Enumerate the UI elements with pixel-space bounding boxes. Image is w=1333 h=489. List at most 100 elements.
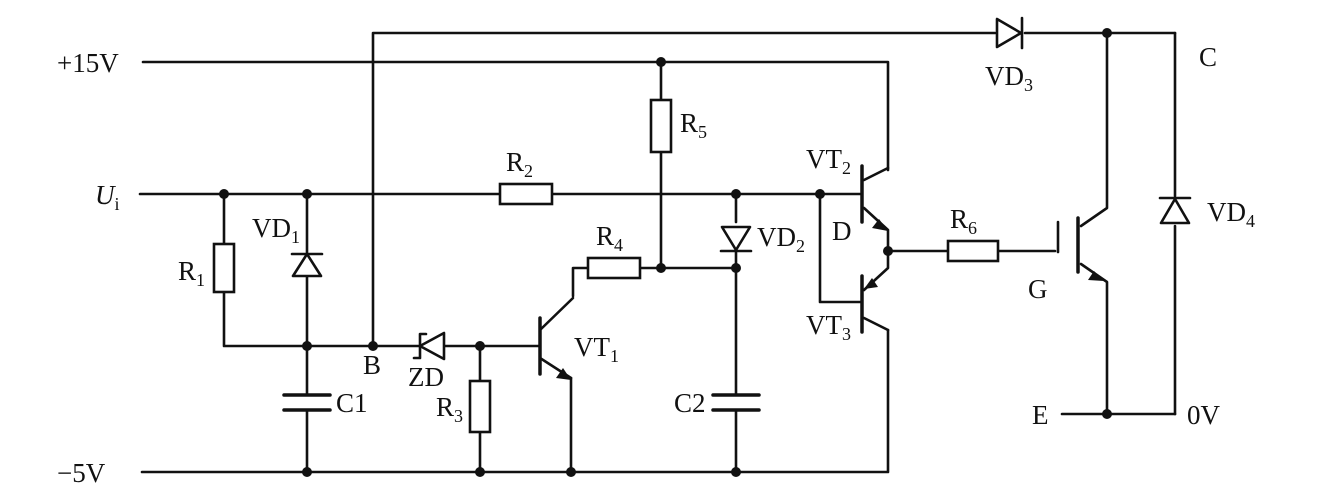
label-r5-sub: 5 (698, 122, 707, 142)
junction-dot (815, 189, 825, 199)
label-vt3: VT3 (806, 310, 851, 344)
transistor-vt3-collector (862, 316, 890, 332)
label-vd3-sub: 3 (1024, 75, 1033, 95)
label-vd3-main: VD (985, 61, 1024, 91)
resistor-r1-body (212, 242, 236, 294)
junction-dot (566, 467, 576, 477)
resistor-r3-body (468, 379, 492, 434)
label-r3-main: R (436, 392, 454, 422)
capacitor-c1-plates (282, 393, 332, 412)
label-r5-main: R (680, 108, 698, 138)
label-vt2-main: VT (806, 144, 842, 174)
wire-igbt-emitter (1079, 262, 1109, 416)
label-plus15v: +15V (57, 48, 119, 78)
junction-dot (731, 467, 741, 477)
label-r2-sub: 2 (524, 161, 533, 181)
label-node-d: D (832, 216, 852, 246)
transistor-vt3-arrow (864, 278, 878, 289)
label-r4: R4 (596, 221, 623, 255)
junction-dot (475, 467, 485, 477)
label-vt2: VT2 (806, 144, 851, 178)
label-r4-main: R (596, 221, 614, 251)
label-r2: R2 (506, 147, 533, 181)
label-r3: R3 (436, 392, 463, 426)
label-vt3-sub: 3 (842, 324, 851, 344)
label-zd: ZD (408, 362, 444, 392)
label-vt1-sub: 1 (610, 346, 619, 366)
label-r5: R5 (680, 108, 707, 142)
resistor-r6-body (946, 239, 1000, 263)
label-node-b: B (363, 350, 381, 380)
label-c2: C2 (674, 388, 706, 418)
junction-dot (1102, 28, 1112, 38)
wire-minus5-rail (140, 328, 890, 474)
label-vt1: VT1 (574, 332, 619, 366)
label-vd1: VD1 (252, 213, 300, 247)
junction-dot (302, 189, 312, 199)
junction-dot (475, 341, 485, 351)
label-r6: R6 (950, 204, 977, 238)
igbt-emitter-arrow (1088, 271, 1104, 281)
label-vd1-main: VD (252, 213, 291, 243)
junction-dot (731, 263, 741, 273)
label-r1-sub: 1 (196, 270, 205, 290)
label-ground-0v: 0V (1187, 400, 1221, 430)
zener-zd-bar (412, 332, 428, 360)
capacitor-c2-plates (711, 393, 761, 412)
junction-dot (1102, 409, 1112, 419)
wire-d-to-vt3-base (818, 192, 862, 304)
label-c1-main: C (336, 388, 354, 418)
resistor-r5-body (649, 98, 673, 154)
label-r1: R1 (178, 256, 205, 290)
diode-vd4-body (1159, 197, 1191, 225)
zener-zd-body (418, 331, 446, 361)
label-c1-sub: 1 (354, 388, 368, 418)
label-vt1-main: VT (574, 332, 610, 362)
wire-plus15-rail (141, 60, 890, 172)
label-minus5v: −5V (57, 458, 106, 488)
junction-dot (219, 189, 229, 199)
label-r4-sub: 4 (614, 235, 623, 255)
junction-dot (656, 57, 666, 67)
junction-dot (656, 263, 666, 273)
label-vd4-main: VD (1207, 197, 1246, 227)
label-input-ui: Ui (95, 180, 120, 214)
label-vd4-sub: 4 (1246, 211, 1255, 231)
label-input-ui-main: U (95, 180, 116, 210)
transistor-vt2-collector (862, 166, 890, 182)
label-r1-main: R (178, 256, 196, 286)
wire-vt1-collector (571, 266, 590, 298)
wire-vt2-emitter (862, 206, 890, 253)
label-vd1-sub: 1 (291, 227, 300, 247)
wire-igbt-collector (1079, 31, 1109, 228)
transistor-vt1-collector (538, 296, 575, 332)
wire-zd-to-vt1 (436, 344, 542, 474)
label-c1: C1 (336, 388, 368, 418)
label-vt2-sub: 2 (842, 158, 851, 178)
diode-vd3-body (995, 17, 1023, 49)
transistor-vt1-arrow (556, 368, 571, 380)
junction-dot (731, 189, 741, 199)
junction-dot (883, 246, 893, 256)
label-vd2-main: VD (757, 222, 796, 252)
label-c2-sub: 2 (692, 388, 706, 418)
label-node-c: C (1199, 42, 1217, 72)
label-c2-main: C (674, 388, 692, 418)
diode-vd1-body (291, 252, 323, 278)
label-vd2: VD2 (757, 222, 805, 256)
resistor-r4-body (586, 256, 642, 280)
label-vd2-sub: 2 (796, 236, 805, 256)
label-r2-main: R (506, 147, 524, 177)
label-node-g: G (1028, 274, 1048, 304)
label-vd3: VD3 (985, 61, 1033, 95)
wire-b-to-vd3 (371, 31, 997, 345)
label-r6-main: R (950, 204, 968, 234)
label-node-e: E (1032, 400, 1049, 430)
junction-dot (368, 341, 378, 351)
label-vd4: VD4 (1207, 197, 1255, 231)
label-r6-sub: 6 (968, 218, 977, 238)
junction-dot (302, 467, 312, 477)
resistor-r2-body (498, 182, 554, 206)
label-input-ui-sub: i (115, 194, 120, 214)
